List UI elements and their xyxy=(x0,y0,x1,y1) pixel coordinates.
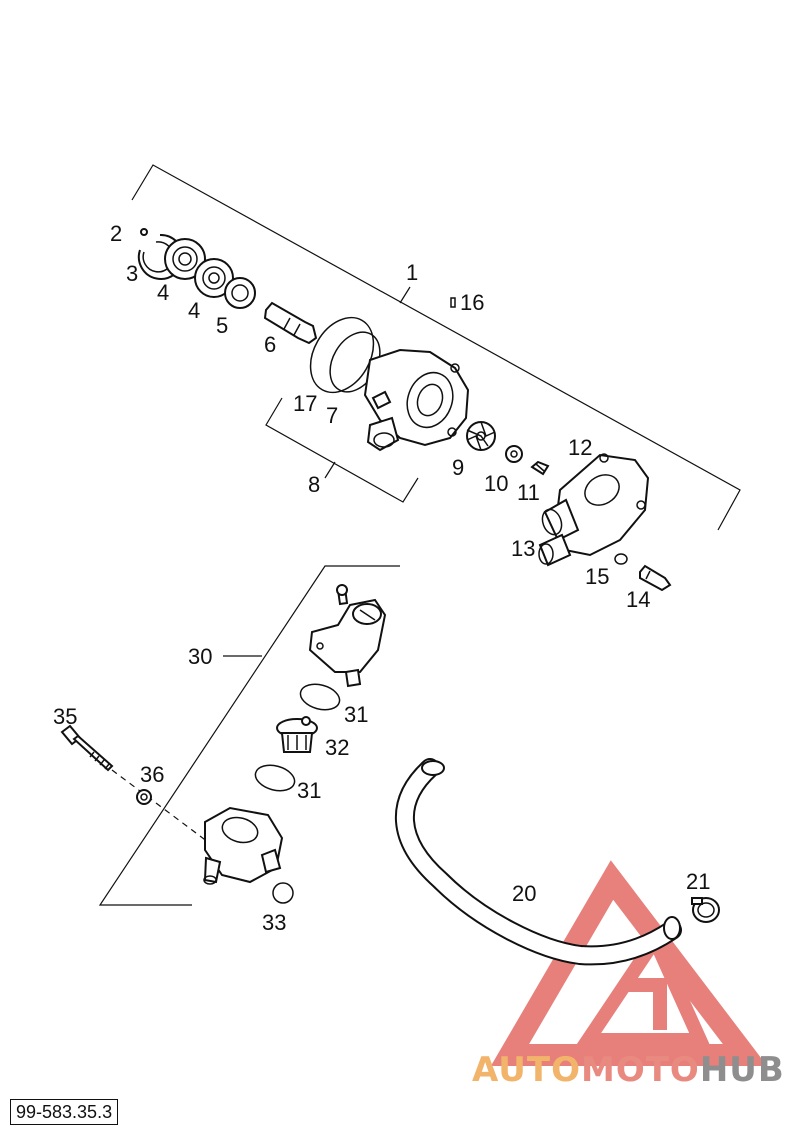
callout-36: 36 xyxy=(140,762,164,787)
bracket-part-1 xyxy=(131,164,741,531)
callout-13: 13 xyxy=(511,536,535,561)
callout-15: 15 xyxy=(585,564,609,589)
callout-14: 14 xyxy=(626,587,650,612)
bearing-part-b xyxy=(194,258,234,298)
small-pin-part xyxy=(450,297,456,308)
callout-33: 33 xyxy=(262,910,286,935)
pump-cover-part xyxy=(538,453,650,567)
thermostat-base-part xyxy=(203,806,284,885)
callout-4a: 4 xyxy=(157,280,169,305)
bearing-part-a xyxy=(164,238,206,280)
callout-10: 10 xyxy=(484,471,508,496)
callout-7: 7 xyxy=(326,403,338,428)
pump-housing-part xyxy=(363,348,470,452)
washer-part-36 xyxy=(136,789,152,805)
seal-part xyxy=(224,277,256,309)
shaft-part xyxy=(263,301,318,345)
logo-part-moto: MOTO xyxy=(580,1050,700,1090)
callout-4b: 4 xyxy=(188,298,200,323)
long-bolt-part xyxy=(60,724,209,843)
thermostat-part xyxy=(276,716,318,753)
callout-35: 35 xyxy=(53,704,77,729)
o-ring-part-15 xyxy=(614,553,628,565)
callout-8: 8 xyxy=(308,472,320,497)
callout-1: 1 xyxy=(406,260,418,285)
o-ring-part-31-upper xyxy=(299,683,341,711)
reference-number-box: 99-583.35.3 xyxy=(10,1099,119,1125)
watermark-logo-text: AUTOMOTOHUB xyxy=(472,1050,785,1090)
callout-20: 20 xyxy=(512,881,536,906)
washer-part xyxy=(505,445,523,463)
callout-17: 17 xyxy=(293,391,317,416)
logo-part-hub: HUB xyxy=(699,1050,785,1090)
thermostat-cover-part xyxy=(308,584,387,688)
callout-11: 11 xyxy=(517,480,540,505)
hose-clamp-part xyxy=(691,897,720,923)
callout-30: 30 xyxy=(188,644,212,669)
callout-6: 6 xyxy=(264,332,276,357)
callout-31b: 31 xyxy=(297,778,321,803)
o-ring-part-31-lower xyxy=(254,764,296,792)
bolt-part-14 xyxy=(639,564,672,592)
callout-31a: 31 xyxy=(344,702,368,727)
callout-2: 2 xyxy=(110,221,122,246)
callout-3: 3 xyxy=(126,261,138,286)
o-ring-part-33 xyxy=(272,882,294,904)
hose-part xyxy=(394,758,682,966)
watermark-logo-icon xyxy=(490,860,768,1066)
impeller-part xyxy=(466,421,496,451)
bracket-part-30 xyxy=(98,565,400,906)
callout-12: 12 xyxy=(568,435,592,460)
logo-part-auto: AUTO xyxy=(472,1050,581,1090)
screw-part-11 xyxy=(530,460,550,476)
o-ring-part-17 xyxy=(309,316,375,394)
bracket-part-8 xyxy=(265,397,419,503)
callout-21: 21 xyxy=(686,869,710,894)
callout-9: 9 xyxy=(452,455,464,480)
callout-5: 5 xyxy=(216,313,228,338)
callout-16: 16 xyxy=(460,290,484,315)
callout-32: 32 xyxy=(325,735,349,760)
